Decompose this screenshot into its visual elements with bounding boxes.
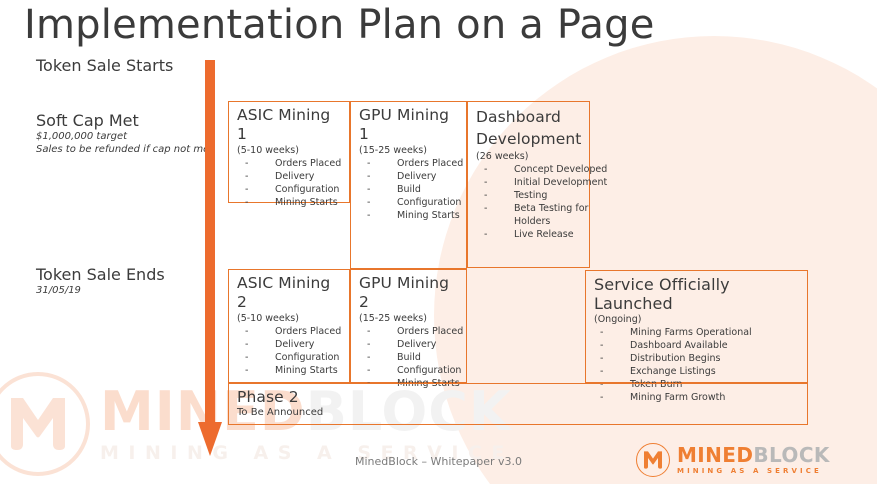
timeline-label-sub1: 31/05/19	[36, 285, 81, 296]
list-item: Orders Placed	[237, 157, 343, 170]
list-item: Build	[359, 183, 460, 196]
timeline-label-heading: Soft Cap Met	[36, 111, 139, 130]
phase-box-service-officially-launched[interactable]: Service Officially Launched (Ongoing) Mi…	[585, 270, 808, 404]
list-item: Concept Developed	[476, 163, 607, 176]
list-item: Configuration	[359, 364, 461, 377]
list-item: Initial Development	[476, 176, 607, 189]
phase-box-duration: To Be Announced	[237, 407, 324, 418]
list-item: Mining Starts	[237, 364, 343, 377]
list-item: Token Burn	[594, 378, 801, 391]
timeline-label-token-sale-ends: Token Sale Ends 31/05/19	[36, 265, 165, 298]
phase-box-title: Phase 2	[237, 388, 299, 406]
timeline-label-heading: Token Sale Ends	[36, 265, 165, 284]
phase-box-duration: (15-25 weeks)	[359, 313, 427, 324]
phase-box-title: Dashboard Development	[476, 108, 582, 148]
page-title: Implementation Plan on a Page	[24, 2, 655, 48]
list-item: Configuration	[237, 183, 343, 196]
list-item: Orders Placed	[237, 325, 343, 338]
list-item: Mining Starts	[237, 196, 343, 209]
phase-box-item-list: Mining Farms Operational Dashboard Avail…	[594, 326, 801, 404]
phase-box-gpu-mining-2[interactable]: GPU Mining 2 (15-25 weeks) Orders Placed…	[350, 269, 467, 390]
list-item: Delivery	[237, 170, 343, 183]
phase-box-item-list: Orders Placed Delivery Configuration Min…	[237, 325, 343, 377]
phase-box-title: ASIC Mining 1	[237, 106, 331, 143]
list-item: Live Release	[476, 228, 583, 241]
list-item: Orders Placed	[359, 325, 463, 338]
list-item: Configuration	[359, 196, 461, 209]
phase-box-title: Service Officially Launched	[594, 275, 730, 313]
footer-logo-tagline: MINING AS A SERVICE	[677, 467, 822, 475]
footer-logo-name-a: MINED	[677, 443, 754, 467]
list-item: Delivery	[359, 338, 460, 351]
phase-box-duration: (15-25 weeks)	[359, 145, 427, 156]
phase-box-duration: (5-10 weeks)	[237, 313, 299, 324]
phase-box-phase-2[interactable]: Phase 2 To Be Announced	[228, 383, 808, 425]
phase-box-dashboard-development[interactable]: Dashboard Development (26 weeks) Concept…	[467, 101, 607, 268]
footer-caption: MinedBlock – Whitepaper v3.0	[355, 455, 522, 468]
minedblock-mark-icon	[636, 443, 670, 477]
phase-box-duration: (26 weeks)	[476, 151, 529, 162]
timeline-label-sub2: Sales to be refunded if cap not met	[36, 143, 214, 155]
phase-box-item-list: Orders Placed Delivery Configuration Min…	[237, 157, 343, 209]
phase-box-item-list: Orders Placed Delivery Build Configurati…	[359, 325, 463, 390]
list-item: Configuration	[237, 351, 343, 364]
list-item: Orders Placed	[359, 157, 463, 170]
phase-box-duration: (Ongoing)	[594, 314, 642, 325]
list-item: Mining Farm Growth	[594, 391, 801, 404]
footer-logo-name-b: BLOCK	[753, 443, 830, 467]
timeline-label-heading: Token Sale Starts	[36, 56, 174, 75]
list-item: Dashboard Available	[594, 339, 801, 352]
footer-logo: MINEDBLOCK MINING AS A SERVICE	[636, 443, 830, 477]
list-item: Delivery	[237, 338, 343, 351]
timeline-label-token-sale-starts: Token Sale Starts	[36, 56, 173, 76]
phase-box-title: ASIC Mining 2	[237, 274, 331, 311]
list-item-continuation: Holders	[514, 216, 551, 227]
list-item: Distribution Begins	[594, 352, 801, 365]
timeline-label-soft-cap-met: Soft Cap Met $1,000,000 target Sales to …	[36, 111, 213, 156]
list-item: Delivery	[359, 170, 460, 183]
phase-box-item-list: Orders Placed Delivery Build Configurati…	[359, 157, 463, 222]
phase-box-asic-mining-2[interactable]: ASIC Mining 2 (5-10 weeks) Orders Placed…	[228, 269, 350, 383]
timeline-down-arrow-icon	[195, 60, 225, 462]
phase-box-asic-mining-1[interactable]: ASIC Mining 1 (5-10 weeks) Orders Placed…	[228, 101, 350, 209]
phase-box-title: GPU Mining 2	[359, 274, 450, 311]
timeline-label-sub1: $1,000,000 target	[36, 131, 128, 142]
phase-box-item-list: Concept Developed Initial Development Te…	[476, 163, 607, 241]
list-item: Mining Farms Operational	[594, 326, 801, 339]
list-item: Testing	[476, 189, 583, 202]
list-item: Exchange Listings	[594, 365, 801, 378]
phase-box-duration: (5-10 weeks)	[237, 145, 299, 156]
list-item: Mining Starts	[359, 209, 460, 222]
phase-box-title: GPU Mining 1	[359, 106, 450, 143]
phase-box-gpu-mining-1[interactable]: GPU Mining 1 (15-25 weeks) Orders Placed…	[350, 101, 467, 269]
list-item: Build	[359, 351, 460, 364]
list-item: Beta Testing for	[476, 202, 588, 215]
